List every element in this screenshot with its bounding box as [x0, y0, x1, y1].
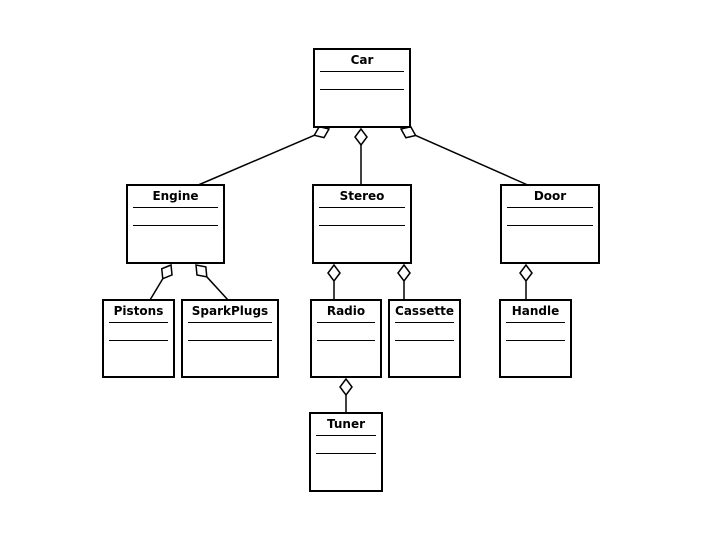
- divider: [188, 322, 272, 323]
- class-tuner: Tuner: [309, 412, 383, 492]
- divider: [395, 340, 454, 341]
- divider: [109, 322, 168, 323]
- class-name-stereo: Stereo: [339, 189, 385, 203]
- aggregation-diamond-stereo-radio: [327, 263, 341, 283]
- class-name-handle: Handle: [511, 304, 560, 318]
- aggregation-line-engine-sparkplugs: [206, 276, 229, 301]
- divider: [319, 207, 405, 208]
- class-name-sparkplugs: SparkPlugs: [191, 304, 269, 318]
- aggregation-diamond-door-handle: [519, 263, 533, 283]
- divider: [507, 225, 593, 226]
- class-name-tuner: Tuner: [326, 417, 365, 431]
- class-name-cassette: Cassette: [395, 304, 454, 318]
- class-radio: Radio: [310, 299, 382, 378]
- divider: [506, 322, 565, 323]
- divider: [319, 225, 405, 226]
- divider: [317, 340, 375, 341]
- class-car: Car: [313, 48, 411, 128]
- divider: [395, 322, 454, 323]
- class-cassette: Cassette: [388, 299, 461, 378]
- aggregation-diamond-stereo-cassette: [397, 263, 411, 283]
- class-name-car: Car: [350, 53, 374, 67]
- aggregation-diamond-engine-pistons: [160, 263, 173, 280]
- class-name-radio: Radio: [326, 304, 366, 318]
- class-door: Door: [500, 184, 600, 264]
- divider: [109, 340, 168, 341]
- aggregation-line-car-door: [415, 134, 531, 187]
- aggregation-diamond-radio-tuner: [339, 377, 353, 397]
- divider: [507, 207, 593, 208]
- class-name-engine: Engine: [152, 189, 199, 203]
- divider: [320, 89, 404, 90]
- class-handle: Handle: [499, 299, 572, 378]
- aggregation-diamond-car-door: [399, 125, 417, 139]
- class-name-door: Door: [533, 189, 567, 203]
- class-engine: Engine: [126, 184, 225, 264]
- class-sparkplugs: SparkPlugs: [181, 299, 279, 378]
- divider: [133, 207, 218, 208]
- aggregation-diamond-engine-sparkplugs: [195, 264, 208, 278]
- class-name-pistons: Pistons: [113, 304, 164, 318]
- divider: [316, 435, 376, 436]
- divider: [316, 453, 376, 454]
- divider: [317, 322, 375, 323]
- aggregation-diamond-car-stereo: [354, 127, 368, 147]
- divider: [188, 340, 272, 341]
- class-pistons: Pistons: [102, 299, 175, 378]
- divider: [506, 340, 565, 341]
- aggregation-line-car-engine: [195, 134, 315, 187]
- divider: [320, 71, 404, 72]
- aggregation-line-engine-pistons: [149, 278, 164, 301]
- class-stereo: Stereo: [312, 184, 412, 264]
- aggregation-diamond-car-engine: [313, 125, 331, 139]
- divider: [133, 225, 218, 226]
